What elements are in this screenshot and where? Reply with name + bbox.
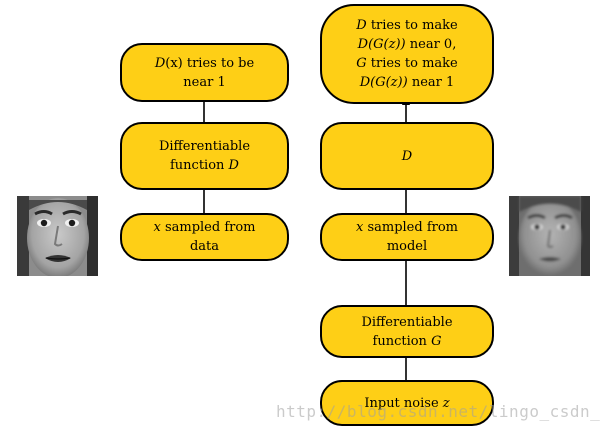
text-segment: D <box>228 158 239 173</box>
text-segment: near 1 <box>407 75 455 90</box>
text-segment: tries to make <box>370 18 458 33</box>
text-segment: G <box>431 333 442 349</box>
node-left-objective: D(x) tries to be near 1 <box>120 43 289 102</box>
text-segment: D(G(z)) <box>357 37 406 52</box>
node-left-discriminator: Differentiable function D <box>120 122 289 190</box>
real-face-image <box>17 196 98 276</box>
generated-face-image <box>509 196 590 276</box>
node-right-input-noise-text: Input noise z <box>364 394 449 413</box>
node-right-model-sample-text: x sampled from model <box>356 218 458 256</box>
node-left-data-sample: x sampled from data <box>120 213 289 261</box>
node-right-generator: Differentiable function G <box>320 305 494 358</box>
text-segment: Differentiable function <box>361 314 453 349</box>
text-segment: sampled from data <box>164 220 256 254</box>
node-right-objective: D tries to make D(G(z)) near 0, G tries … <box>320 4 494 104</box>
text-segment: D <box>401 148 413 164</box>
node-right-objective-text: D tries to make D(G(z)) near 0, G tries … <box>356 16 458 92</box>
node-right-model-sample: x sampled from model <box>320 213 494 261</box>
text-segment: Input noise <box>364 395 443 411</box>
node-right-discriminator: D <box>320 122 494 190</box>
text-segment: sampled from model <box>367 220 459 254</box>
text-segment: z <box>442 395 450 411</box>
text-segment: x <box>153 220 161 235</box>
text-segment: G <box>356 56 367 71</box>
text-segment: (x) tries to be near 1 <box>165 55 255 90</box>
node-left-objective-text: D(x) tries to be near 1 <box>155 54 254 92</box>
node-right-discriminator-text: D <box>402 147 412 166</box>
node-left-data-sample-text: x sampled from data <box>153 218 255 256</box>
text-segment: near 0, <box>409 37 457 52</box>
text-segment: D(G(z)) <box>359 75 408 90</box>
text-segment: tries to make <box>370 56 458 71</box>
text-segment: Differentiable function <box>158 139 251 173</box>
watermark-text: http://blog.csdn.net/lingo_csdn_ <box>276 402 600 421</box>
text-segment: D <box>356 18 367 33</box>
text-segment: D <box>154 55 166 71</box>
node-right-input-noise: Input noise z <box>320 380 494 426</box>
text-segment: x <box>355 220 364 235</box>
node-right-generator-text: Differentiable function G <box>361 313 452 351</box>
node-left-discriminator-text: Differentiable function D <box>159 137 250 175</box>
